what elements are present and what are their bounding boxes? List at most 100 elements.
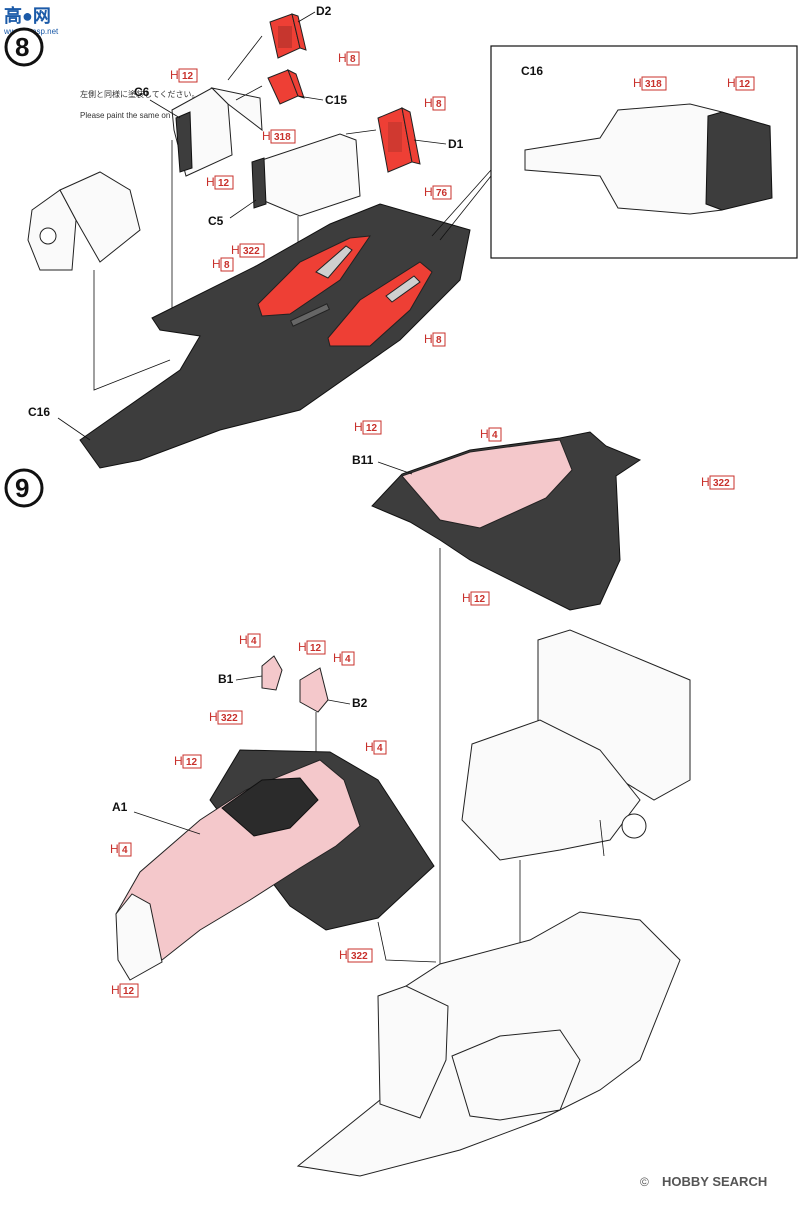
paint-code-box — [735, 76, 755, 91]
engine-gearbox-drawing — [461, 629, 691, 861]
paint-code-box — [362, 420, 382, 435]
paint-code: 12 — [186, 757, 198, 768]
paint-code-box — [432, 96, 446, 111]
chassis-floor-step8 — [79, 203, 471, 469]
paint-prefix: H — [727, 76, 736, 90]
paint-code: 12 — [310, 643, 322, 654]
part-b2-drawing — [299, 667, 329, 713]
note-en: Please paint the same on the left side — [80, 111, 214, 120]
paint-prefix: H — [206, 175, 215, 189]
note-jp: 左側と同様に塗装してください。 — [80, 89, 200, 99]
paint-note: 左側と同様に塗装してください。 Please paint the same on… — [80, 89, 214, 120]
paint-code-box — [373, 740, 387, 755]
paint-code-box — [347, 948, 373, 963]
paint-code: 76 — [436, 188, 448, 199]
paint-code-box — [270, 129, 296, 144]
paint-code: 12 — [474, 594, 486, 605]
paint-prefix: H — [209, 710, 218, 724]
paint-code-box — [214, 175, 234, 190]
part-d1-drawing — [377, 107, 421, 173]
part-b1-drawing — [261, 655, 283, 691]
paint-code-box — [432, 332, 446, 347]
part-c6-drawing — [171, 87, 263, 177]
label-c6: C6 — [134, 85, 150, 99]
paint-prefix: H — [424, 332, 433, 346]
step-8-badge: 8 — [4, 27, 44, 67]
paint-prefix: H — [424, 185, 433, 199]
paint-code-box — [178, 68, 198, 83]
paint-code: 322 — [351, 951, 368, 962]
paint-code-box — [346, 51, 360, 66]
label-d2: D2 — [316, 4, 332, 18]
paint-prefix: H — [298, 640, 307, 654]
label-c16-top: C16 — [28, 405, 50, 419]
watermark-text: 高●网 — [4, 5, 51, 26]
paint-prefix: H — [462, 591, 471, 605]
paint-code: 8 — [224, 260, 230, 271]
paint-prefix: H — [365, 740, 374, 754]
paint-code-box — [488, 427, 502, 442]
chassis-assembly-step9 — [296, 911, 681, 1177]
paint-code: 8 — [436, 335, 442, 346]
label-a1: A1 — [112, 800, 128, 814]
paint-prefix: H — [231, 243, 240, 257]
paint-prefix: H — [111, 983, 120, 997]
paint-code: 318 — [274, 132, 291, 143]
paint-code: 322 — [713, 478, 730, 489]
footer-brand: HOBBY SEARCH — [662, 1174, 767, 1189]
paint-prefix: H — [170, 68, 179, 82]
paint-prefix: H — [239, 633, 248, 647]
part-c5-drawing — [251, 133, 361, 217]
paint-code: 4 — [251, 636, 257, 647]
paint-code: 4 — [122, 845, 128, 856]
paint-code: 322 — [221, 713, 238, 724]
paint-prefix: H — [701, 475, 710, 489]
paint-prefix: H — [339, 948, 348, 962]
seat-part-drawing — [27, 171, 141, 271]
paint-code-box — [341, 651, 355, 666]
paint-code-box — [182, 754, 202, 769]
paint-code-box — [217, 710, 243, 725]
label-c16-inset: C16 — [521, 64, 543, 78]
paint-code-box — [470, 591, 490, 606]
paint-prefix: H — [174, 754, 183, 768]
paint-prefix: H — [333, 651, 342, 665]
paint-code: 8 — [350, 54, 356, 65]
paint-code: 322 — [243, 246, 260, 257]
step-9-number: 9 — [15, 473, 29, 503]
paint-code: 4 — [345, 654, 351, 665]
label-c15: C15 — [325, 93, 347, 107]
label-d1: D1 — [448, 137, 464, 151]
paint-code-box — [118, 842, 132, 857]
part-c15-drawing — [267, 68, 305, 105]
part-b11-drawing — [371, 431, 642, 611]
footer-logo: © HOBBY SEARCH — [640, 1174, 767, 1189]
paint-prefix: H — [110, 842, 119, 856]
paint-code: 4 — [492, 430, 498, 441]
step-8-number: 8 — [15, 32, 29, 62]
paint-code-box — [119, 983, 139, 998]
paint-code: 12 — [366, 423, 378, 434]
paint-prefix: H — [338, 51, 347, 65]
paint-code-box — [306, 640, 326, 655]
paint-code: 318 — [645, 79, 662, 90]
paint-prefix: H — [480, 427, 489, 441]
